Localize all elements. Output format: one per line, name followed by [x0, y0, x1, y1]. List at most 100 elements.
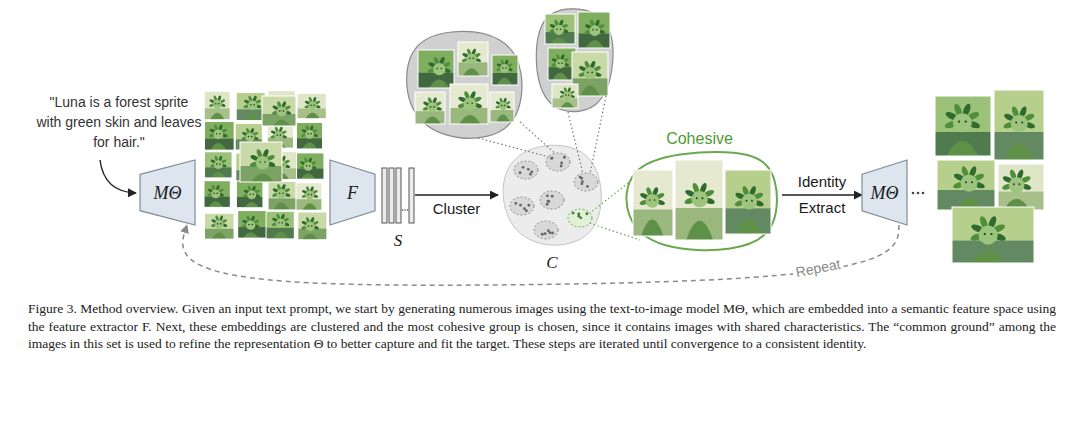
dotted-leader	[586, 222, 640, 240]
illustration-part	[250, 104, 252, 106]
illustration-part	[238, 211, 268, 239]
embedding-dot	[577, 213, 580, 216]
illustration-part	[953, 113, 972, 132]
illustration-part	[204, 152, 232, 178]
illustration-part	[204, 91, 230, 120]
mini-cluster	[534, 221, 558, 239]
thumbnail-image	[952, 207, 1034, 263]
illustration-part	[204, 213, 234, 239]
ellipsis-dot	[404, 209, 406, 211]
illustration-part	[501, 105, 503, 107]
ellipsis-dot	[407, 209, 409, 211]
cluster-space	[503, 145, 601, 245]
illustration-part	[725, 208, 771, 234]
thumbnail-image	[268, 181, 298, 210]
illustration-part	[204, 213, 234, 239]
embedding-dot	[541, 233, 544, 236]
cluster-region: C	[498, 140, 606, 274]
illustration-part	[741, 194, 757, 210]
thumbnail-image	[552, 84, 578, 108]
illustration-part	[238, 211, 268, 239]
illustration-part	[450, 84, 488, 124]
illustration-part	[211, 189, 220, 198]
node-label: S	[392, 230, 405, 252]
embedding-stack: S	[381, 168, 415, 252]
thumbnail-image	[204, 91, 230, 120]
illustration-part	[441, 68, 443, 70]
grey-cluster-blob	[536, 9, 613, 112]
illustration-part	[952, 207, 1034, 263]
illustration-part	[633, 210, 673, 236]
illustration-part	[550, 38, 567, 44]
illustration-part	[309, 165, 311, 167]
illustration-part	[296, 138, 322, 149]
thumbnail-image	[935, 96, 991, 156]
illustration-part	[204, 91, 230, 120]
illustration-part	[280, 134, 282, 136]
thumbnail-image	[236, 93, 265, 121]
illustration-part	[251, 136, 253, 138]
illustration-part	[463, 98, 476, 111]
illustration-part	[675, 160, 723, 240]
ellipsis-dot	[912, 192, 915, 195]
thumbnail-image	[937, 160, 995, 210]
mini-cluster	[514, 161, 538, 179]
illustration-part	[220, 223, 222, 225]
node-label: C	[544, 252, 559, 274]
thumbnail-image	[297, 153, 324, 179]
illustration-part	[252, 224, 254, 226]
illustration-part	[552, 84, 578, 108]
illustration-part	[208, 201, 223, 207]
thumbnail-image	[238, 211, 268, 239]
illustration-part	[947, 141, 978, 156]
illustration-part	[204, 181, 230, 208]
illustration-part	[633, 170, 673, 236]
illustration-part	[1013, 183, 1015, 185]
illustration-part	[204, 152, 232, 178]
thumbnail-image	[675, 160, 723, 240]
thumbnail-image	[298, 212, 327, 240]
illustration-part	[259, 161, 261, 163]
illustration-part	[556, 59, 566, 69]
thumbnail-image	[266, 211, 294, 239]
embedding-bar	[409, 168, 414, 223]
illustration-part	[248, 224, 250, 226]
embedding-dot	[551, 157, 554, 160]
illustration-part	[204, 122, 234, 151]
illustration-part	[296, 183, 322, 210]
illustration-part	[429, 79, 449, 88]
illustration-part	[552, 73, 568, 80]
illustration-part	[675, 160, 723, 240]
illustration-part	[305, 191, 314, 200]
mini-cluster	[574, 173, 598, 191]
thumbnail-image	[418, 50, 454, 88]
illustration-part	[276, 189, 286, 199]
illustration-part	[308, 101, 317, 110]
illustration-part	[415, 92, 445, 124]
illustration-part	[251, 173, 273, 182]
illustration-part	[298, 212, 327, 240]
illustration-part	[236, 181, 263, 208]
illustration-part	[935, 132, 991, 156]
illustration-part	[268, 181, 298, 210]
illustration-part	[586, 40, 604, 48]
illustration-part	[1021, 121, 1023, 123]
illustration-part	[418, 50, 454, 88]
illustration-part	[297, 153, 324, 179]
embedding-dot	[514, 202, 517, 205]
dotted-leader	[590, 96, 606, 174]
illustration-part	[248, 136, 250, 138]
illustration-part	[243, 232, 258, 238]
illustration-part	[998, 164, 1044, 210]
illustration-part	[686, 221, 713, 240]
thumbnail-image	[204, 181, 230, 208]
embedding-bar	[389, 168, 394, 223]
illustration-part	[214, 160, 223, 169]
illustration-part	[545, 14, 575, 44]
illustration-part	[245, 133, 254, 142]
illustration-part	[1018, 183, 1020, 185]
illustration-part	[296, 122, 322, 148]
illustration-part	[450, 84, 488, 124]
embedding-dot	[522, 166, 525, 169]
